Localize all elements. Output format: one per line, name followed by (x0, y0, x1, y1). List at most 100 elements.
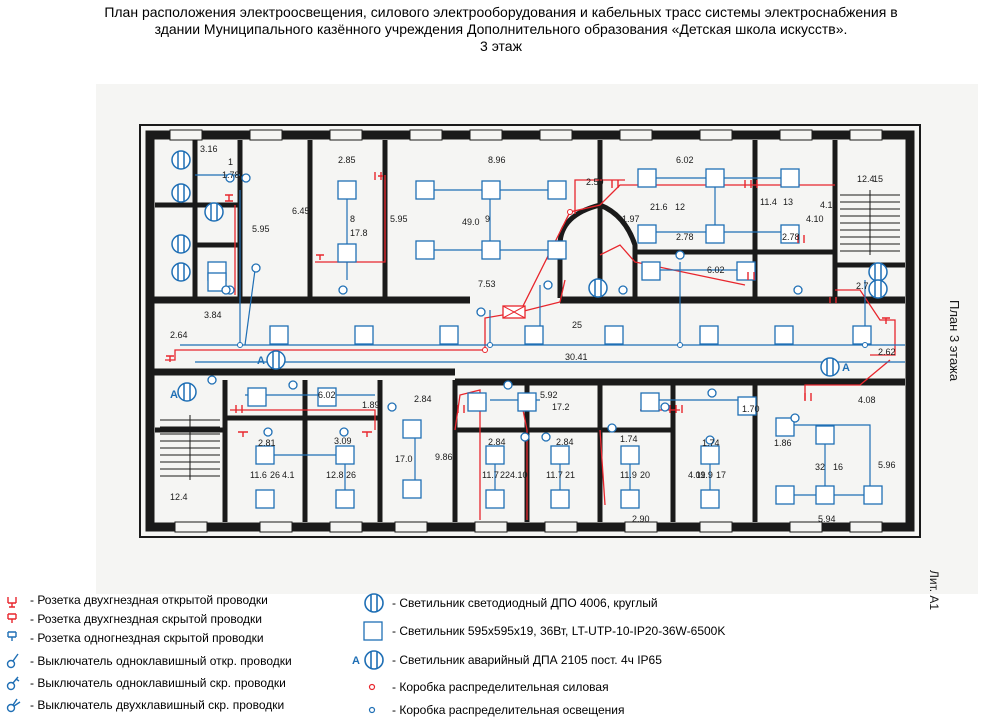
room-area: 17.0 (395, 454, 413, 464)
lit-label: Лит. А1 (927, 570, 941, 610)
room-dim-label: 2.84 (414, 394, 432, 404)
single-socket-hidden-icon (7, 631, 17, 641)
room-area: 32 (815, 462, 825, 472)
room-dim-label: 2.81 (258, 438, 276, 448)
room-dim-label: 4.10 (806, 214, 824, 224)
room-number: 17 (716, 470, 726, 480)
room-dim-label: 3.09 (334, 436, 352, 446)
room-area: 12.8 (326, 470, 344, 480)
emergency-mark: А (842, 362, 850, 374)
room-dim-label: 1.86 (774, 438, 792, 448)
room-area: 17.8 (350, 228, 368, 238)
room-area: 11.7 (546, 470, 563, 480)
legend-emergency-luminaire: - Светильник аварийный ДПА 2105 пост. 4ч… (392, 653, 662, 667)
room-number: 1 (228, 157, 233, 167)
double-socket-hidden-icon (7, 613, 17, 623)
dim-label: 1.89 (362, 400, 380, 410)
windows-bottom (174, 521, 883, 533)
junction-boxes (237, 209, 868, 353)
windows-top (169, 129, 883, 141)
dim-label: 1.70 (742, 404, 760, 414)
dim-label: 4.1 (282, 470, 295, 480)
dim-label: 2.50 (586, 177, 604, 187)
dim-label: 5.95 (252, 224, 270, 234)
room-number: 16 (833, 462, 843, 472)
corridor-number: 25 (572, 320, 582, 330)
legend-double-socket-open: - Розетка двухгнездная открытой проводки (30, 593, 268, 607)
dim-label: 1.97 (622, 214, 640, 224)
room-dim-label: 12.4 (857, 174, 875, 184)
emergency-mark: А (352, 655, 360, 667)
switch-symbols (207, 173, 803, 445)
emergency-mark: А (170, 389, 178, 401)
double-socket-open-icon (7, 597, 17, 608)
room-area: 11.9 (620, 470, 637, 480)
dim-label: 2.7 (856, 281, 869, 291)
room-area: 11.6 (250, 470, 267, 480)
dim-label: 5.95 (390, 214, 408, 224)
dim-label: 4.08 (858, 395, 876, 405)
dim-label: 12.4 (170, 492, 188, 502)
title-line-1: План расположения электроосвещения, сило… (104, 4, 898, 20)
dim-label: 9.86 (435, 452, 453, 462)
dim-label: 4.10 (820, 200, 838, 210)
room-area: 17.2 (552, 402, 570, 412)
emergency-luminaire-marks: А А А (170, 355, 850, 401)
room-dim-label: 8.96 (488, 155, 506, 165)
legend-single-socket-hidden: - Розетка одногнездная скрытой проводки (30, 631, 264, 645)
room-dim-label: 2.85 (338, 155, 356, 165)
dim-label: 2.90 (632, 514, 650, 524)
dim-label: 6.02 (318, 390, 336, 400)
switch-double-hidden-icon (6, 698, 21, 713)
room-dim-label: 2.84 (488, 437, 506, 447)
floor-side-label: План 3 этажа (947, 300, 962, 382)
square-luminaires (207, 168, 883, 509)
legend-double-socket-hidden: - Розетка двухгнездная скрытой проводки (30, 612, 262, 626)
room-number: 22 (500, 470, 510, 480)
room-dim-label: 1.74 (620, 434, 638, 444)
room-area: 49.0 (462, 217, 480, 227)
dim-label: 7.53 (478, 279, 496, 289)
room-number: 20 (640, 470, 650, 480)
room-number: 12 (675, 202, 685, 212)
legend-lighting-junction-box: - Коробка распределительная освещения (392, 703, 625, 717)
emergency-luminaire-icon (364, 650, 384, 670)
dim-label: 5.96 (878, 460, 896, 470)
plan-labels: 3.16 2.85 8.96 6.02 4.10 12.4 8 9 12 13 … (170, 144, 896, 524)
dim-label: 6.02 (707, 265, 725, 275)
room-number: 15 (873, 174, 883, 184)
room-dim-label: 6.02 (676, 155, 694, 165)
outer-walls (139, 124, 921, 538)
room-number: 13 (783, 197, 793, 207)
room-dim-label: 1.74 (702, 438, 720, 448)
legend-switch-single-open: - Выключатель одноклавишный откр. провод… (30, 654, 292, 668)
room-number: 8 (350, 214, 355, 224)
round-led-luminaire-icon (364, 593, 384, 613)
room-area: 11.9 (696, 470, 713, 480)
legend-round-led-luminaire: - Светильник светодиодный ДПО 4006, круг… (392, 596, 658, 610)
power-junction-box-icon (368, 683, 376, 691)
dim-label: 4.10 (510, 470, 528, 480)
room-number: 26 (346, 470, 356, 480)
dim-label: 6.45 (292, 206, 310, 216)
stairs-top-right (840, 190, 900, 255)
switch-single-open-icon (6, 653, 19, 669)
room-number: 9 (485, 214, 490, 224)
drawing-title: План расположения электроосвещения, сило… (0, 4, 1002, 55)
dim-label: 2.64 (170, 330, 188, 340)
room-dim-label: 3.16 (200, 144, 218, 154)
switch-single-hidden-icon (6, 676, 20, 691)
room-dim-label: 5.92 (540, 390, 558, 400)
lighting-junction-box-icon (368, 706, 376, 714)
room-area: 1.78 (222, 170, 240, 180)
round-luminaires (171, 150, 888, 402)
dim-label: 4.09 (688, 470, 706, 480)
legend-power-junction-box: - Коробка распределительная силовая (392, 680, 609, 694)
dim-label: 3.84 (204, 310, 222, 320)
socket-symbols (166, 172, 890, 437)
room-dim-label: 2.84 (556, 437, 574, 447)
dim-label: 2.62 (878, 347, 896, 357)
room-area: 21.6 (650, 202, 668, 212)
dim-label: 2.78 (676, 232, 694, 242)
